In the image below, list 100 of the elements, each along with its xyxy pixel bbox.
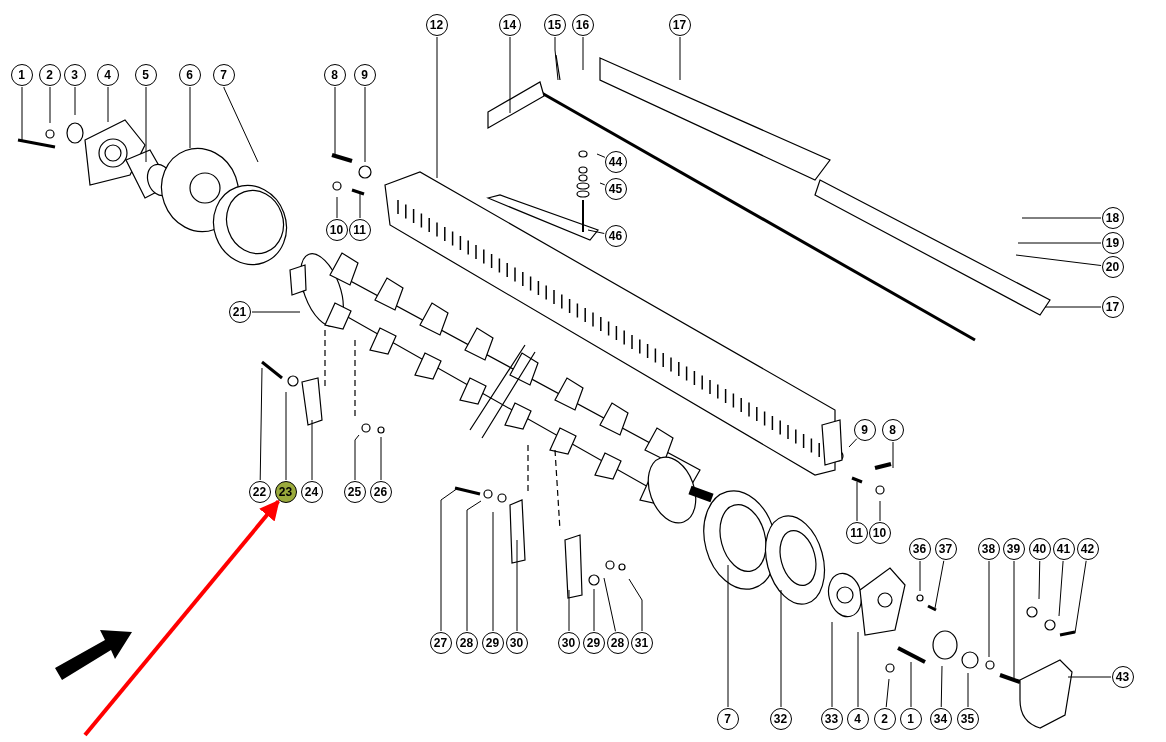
leader-line (599, 182, 606, 186)
callout-number: 21 (228, 300, 251, 323)
leader-line (189, 86, 191, 149)
leader-line (466, 500, 482, 632)
callout-number: 20 (1101, 255, 1124, 278)
leader-line (603, 577, 616, 632)
leader-line (856, 481, 858, 522)
leader-line (910, 661, 912, 708)
leader-line (74, 86, 76, 116)
leader-line (988, 560, 990, 658)
leader-line (436, 36, 438, 179)
callout-number: 39 (1002, 537, 1025, 560)
leader-line (251, 311, 301, 313)
callout-number: 41 (1052, 537, 1075, 560)
callout-number: 42 (1076, 537, 1099, 560)
leader-line (440, 487, 459, 632)
leader-line (848, 438, 858, 448)
callout-number: 26 (369, 480, 392, 503)
leader-line (1058, 560, 1064, 617)
leader-line (940, 665, 943, 708)
callout-number: 37 (934, 537, 957, 560)
callout-number: 8 (323, 63, 346, 86)
callout-number: 28 (455, 631, 478, 654)
callout-number: 18 (1101, 206, 1124, 229)
leader-line (259, 367, 263, 481)
callout-number: 33 (820, 707, 843, 730)
leader-line (582, 36, 584, 71)
leader-line (49, 86, 51, 124)
callout-number: 23 (274, 480, 297, 503)
callout-number: 3 (63, 63, 86, 86)
leader-line (354, 434, 360, 481)
callout-number: 9 (353, 63, 376, 86)
callout-number: 22 (248, 480, 271, 503)
leader-line (1015, 254, 1102, 267)
callout-number: 29 (582, 631, 605, 654)
callout-number: 44 (604, 150, 627, 173)
leader-line (780, 589, 782, 708)
leader-line (587, 229, 605, 234)
leader-line (223, 86, 259, 163)
callout-number: 45 (604, 177, 627, 200)
leader-line (364, 86, 366, 163)
callout-number: 11 (845, 521, 868, 544)
leader-line (336, 196, 338, 219)
pointer-arrow (83, 499, 280, 737)
callout-number: 4 (96, 63, 119, 86)
callout-number: 31 (630, 631, 653, 654)
leader-line (593, 588, 595, 632)
leader-line (509, 36, 511, 114)
callout-number: 29 (481, 631, 504, 654)
callout-number: 19 (1101, 231, 1124, 254)
callout-number: 11 (348, 218, 371, 241)
leader-line (568, 589, 570, 632)
leader-line (1038, 560, 1041, 600)
leader-line (1021, 217, 1102, 219)
leader-line (1044, 306, 1102, 308)
callout-number: 25 (343, 480, 366, 503)
leader-line (359, 191, 361, 219)
callout-number: 43 (1111, 665, 1134, 688)
callout-number: 46 (604, 224, 627, 247)
callout-number: 28 (606, 631, 629, 654)
callout-number: 16 (571, 13, 594, 36)
leader-line (492, 511, 494, 632)
leader-line (311, 419, 313, 481)
callout-number: 10 (325, 218, 348, 241)
callout-number: 32 (769, 707, 792, 730)
callout-number: 38 (977, 537, 1000, 560)
callout-number: 30 (505, 631, 528, 654)
leader-line (554, 36, 559, 81)
callout-number: 2 (873, 707, 896, 730)
leader-line (1017, 242, 1102, 244)
leader-line (727, 564, 729, 708)
leader-line (516, 539, 518, 632)
leader-line (596, 153, 606, 158)
leader-line (919, 560, 921, 592)
leader-line (285, 391, 287, 481)
callout-number: 2 (38, 63, 61, 86)
callout-number: 40 (1028, 537, 1051, 560)
callout-number: 34 (929, 707, 952, 730)
callout-number: 8 (881, 418, 904, 441)
callout-number: 17 (668, 13, 691, 36)
callout-number: 27 (429, 631, 452, 654)
callout-number: 30 (557, 631, 580, 654)
leader-line (1013, 560, 1015, 679)
callout-number: 36 (908, 537, 931, 560)
callout-number: 15 (543, 13, 566, 36)
leader-line (831, 621, 833, 708)
callout-number: 1 (10, 63, 33, 86)
leader-line (107, 86, 109, 123)
leader-line (892, 441, 894, 469)
leader-line (334, 86, 336, 156)
callout-number: 7 (716, 707, 739, 730)
callout-number: 14 (498, 13, 521, 36)
leader-line (380, 436, 382, 481)
leader-line (967, 672, 969, 708)
callout-number: 35 (956, 707, 979, 730)
leader-line (628, 578, 643, 632)
leader-line (21, 86, 23, 141)
leader-line (1067, 676, 1112, 678)
callout-number: 12 (425, 13, 448, 36)
leader-line (885, 678, 890, 708)
